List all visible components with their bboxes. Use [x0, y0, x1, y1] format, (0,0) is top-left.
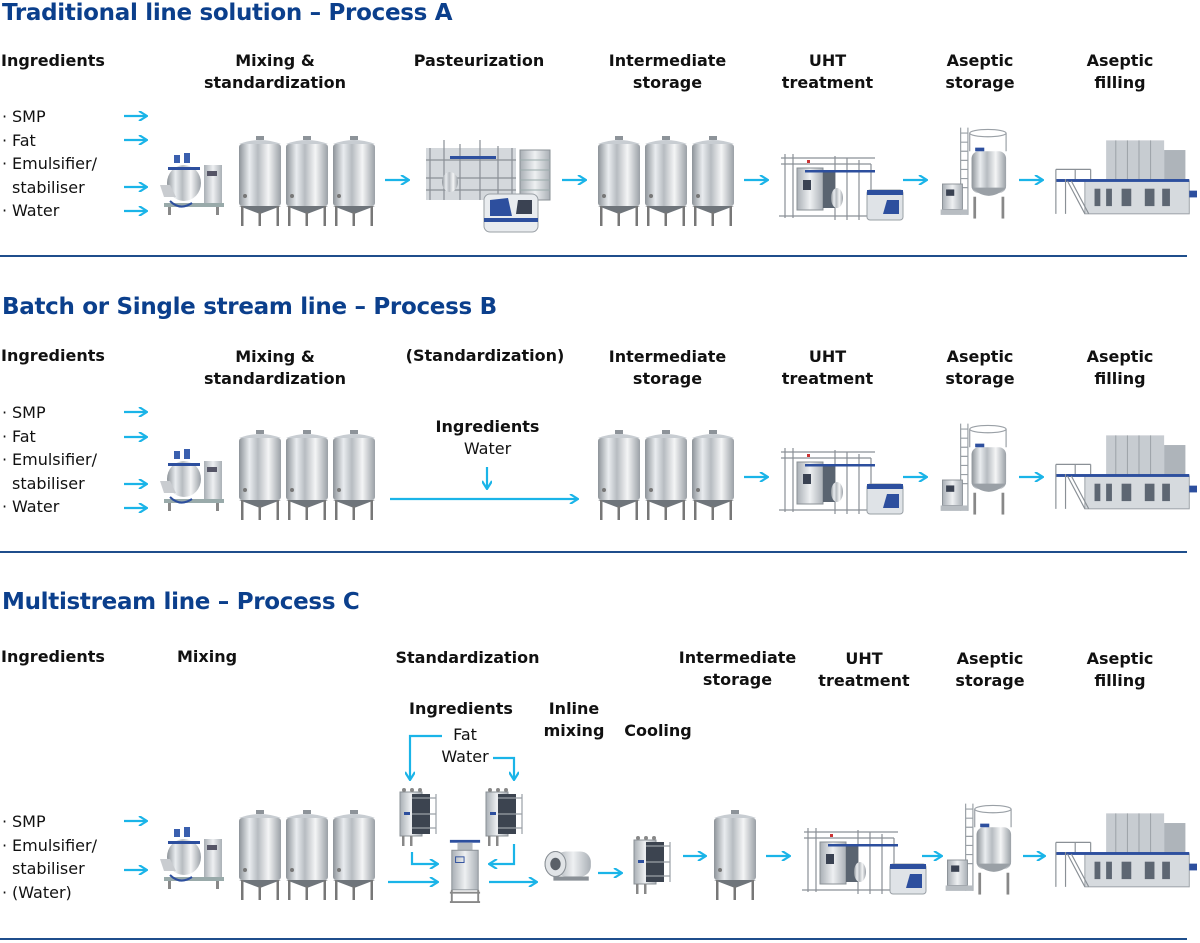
- stage-label-line: storage: [945, 369, 1015, 388]
- note-heading: Ingredients: [435, 417, 540, 436]
- ingredient-item: ·Emulsifier/: [2, 154, 97, 173]
- stage-label-line: filling: [1094, 369, 1146, 388]
- note-item: Water: [463, 439, 512, 458]
- section-divider: [0, 551, 1187, 553]
- flow-arrow: [410, 734, 442, 780]
- stage-label-aseptic-storage: Aseptic storage: [930, 346, 1030, 390]
- stage-label-line: filling: [1094, 671, 1146, 690]
- stage-label-standardization: Standardization: [395, 648, 540, 667]
- stage-label-line: Aseptic: [1086, 347, 1154, 366]
- stage-label-line: storage: [632, 369, 703, 388]
- ingredient-list: ·SMP ·Emulsifier/ stabiliser ·(Water): [2, 810, 97, 904]
- stage-label-line: Aseptic: [1086, 51, 1154, 70]
- stage-label-line: filling: [1094, 73, 1146, 92]
- ingredient-item: ·Emulsifier/: [2, 835, 97, 855]
- ingredient-list: ·SMP ·Fat ·Emulsifier/ stabiliser ·Water: [2, 401, 97, 519]
- ingredient-list: ·SMP ·Fat ·Emulsifier/ stabiliser ·Water: [2, 105, 97, 223]
- stage-label-aseptic-filling: Aseptic filling: [1070, 648, 1170, 692]
- stage-label-line: Aseptic: [1086, 649, 1154, 668]
- flow-arrow: [493, 756, 514, 780]
- stage-label-intermediate-storage: Intermediate storage: [670, 647, 805, 691]
- ingredient-item: stabiliser: [12, 177, 85, 197]
- ingredient-item: stabiliser: [12, 473, 85, 493]
- stage-label-line: Aseptic: [946, 347, 1014, 366]
- ingredient-item: ·Water: [2, 201, 60, 220]
- stage-label-line: storage: [702, 670, 773, 689]
- stage-label-inline-mixing: Inline mixing: [535, 698, 613, 742]
- stage-label-aseptic-filling: Aseptic filling: [1070, 346, 1170, 390]
- stage-label-line: storage: [945, 73, 1015, 92]
- stage-label-ingredients: Ingredients: [1, 647, 105, 666]
- stage-label-line: treatment: [781, 73, 874, 92]
- stage-label-line: treatment: [818, 671, 910, 690]
- stage-label-intermediate-storage: Intermediate storage: [595, 346, 740, 390]
- stage-label-mixing: Mixing & standardization: [190, 346, 360, 390]
- section-divider: [0, 255, 1187, 257]
- section-title-process-c: Multistream line – Process C: [2, 589, 360, 615]
- stage-label-line: treatment: [781, 369, 874, 388]
- section-title-process-a: Traditional line solution – Process A: [2, 0, 453, 26]
- standardization-note: Ingredients Water: [410, 416, 565, 460]
- ingredient-item: ·SMP: [2, 107, 46, 126]
- stage-label-uht-treatment: UHT treatment: [770, 50, 885, 94]
- stage-label-line: storage: [632, 73, 703, 92]
- stage-label-pasteurization: Pasteurization: [413, 51, 545, 70]
- stage-label-aseptic-storage: Aseptic storage: [930, 50, 1030, 94]
- ingredient-item: ·Water: [2, 497, 60, 516]
- stage-label-line: UHT: [808, 51, 847, 70]
- stage-label-ingredients-sub: Ingredients: [409, 699, 513, 718]
- stage-label-aseptic-storage: Aseptic storage: [940, 648, 1040, 692]
- stage-label-ingredients: Ingredients: [1, 346, 105, 365]
- section-title-process-b: Batch or Single stream line – Process B: [2, 294, 497, 320]
- stage-label-line: Inline: [548, 699, 600, 718]
- ingredient-item: ·SMP: [2, 812, 46, 831]
- ingredient-item: ·Fat: [2, 426, 36, 446]
- stage-label-line: Aseptic: [946, 51, 1014, 70]
- ingredient-item: ·SMP: [2, 403, 46, 422]
- ingredient-item: ·Fat: [2, 130, 36, 150]
- standardization-note-fat: Fat: [453, 725, 477, 744]
- stage-label-line: Mixing &: [235, 347, 315, 366]
- stage-label-ingredients: Ingredients: [1, 51, 105, 70]
- flow-arrow: [410, 852, 438, 864]
- ingredient-item: ·(Water): [2, 882, 72, 902]
- stage-label-aseptic-filling: Aseptic filling: [1070, 50, 1170, 94]
- stage-label-line: Intermediate: [678, 648, 797, 667]
- section-divider: [0, 938, 1187, 940]
- standardization-note-water: Water: [441, 747, 489, 766]
- stage-label-standardization: (Standardization): [405, 346, 565, 365]
- stage-label-line: Intermediate: [608, 347, 727, 366]
- stage-label-line: standardization: [203, 369, 347, 388]
- stage-label-line: mixing: [543, 721, 605, 740]
- stage-label-line: standardization: [203, 73, 347, 92]
- stage-label-mixing: Mixing & standardization: [190, 50, 360, 94]
- stage-label-line: Intermediate: [608, 51, 727, 70]
- ingredient-item: ·Emulsifier/: [2, 450, 97, 469]
- stage-label-uht-treatment: UHT treatment: [770, 346, 885, 390]
- stage-label-mixing: Mixing: [177, 647, 238, 666]
- stage-label-line: Aseptic: [956, 649, 1024, 668]
- stage-label-line: UHT: [845, 649, 883, 668]
- stage-label-cooling: Cooling: [624, 721, 692, 740]
- stage-label-line: Mixing &: [235, 51, 315, 70]
- stage-label-line: UHT: [808, 347, 847, 366]
- ingredient-item: stabiliser: [12, 859, 85, 878]
- flow-arrow: [489, 844, 516, 864]
- stage-label-line: storage: [955, 671, 1025, 690]
- stage-label-intermediate-storage: Intermediate storage: [595, 50, 740, 94]
- stage-label-uht-treatment: UHT treatment: [805, 648, 923, 692]
